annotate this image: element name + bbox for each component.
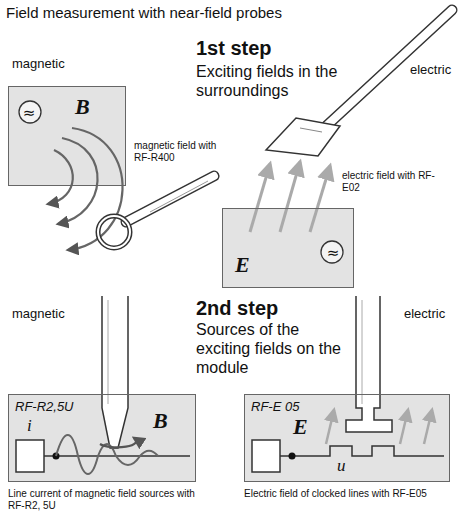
step-heading: 2nd step (196, 296, 316, 320)
source-panel: ≈B (8, 86, 126, 186)
pen-probe (102, 296, 128, 448)
ic-symbol (252, 440, 280, 472)
pen-probe (346, 296, 392, 432)
ic-symbol (16, 440, 44, 472)
field-symbol: E (293, 415, 308, 439)
source-symbol (321, 241, 343, 263)
source-symbol (19, 101, 41, 123)
field-symbol: E (235, 253, 250, 277)
probe-kind: electric (404, 306, 456, 322)
step-text: Sources of the exciting fields on the mo… (196, 320, 352, 378)
source-symbol: ≈ (19, 104, 39, 122)
clocked-line (280, 446, 444, 456)
field-arrows (250, 162, 330, 232)
panel-caption: Electric field of clocked lines with RF-… (244, 488, 450, 500)
field-arrows (326, 410, 432, 444)
current-wave (56, 435, 158, 474)
source-panel: E≈ (222, 208, 354, 288)
panel-ground (244, 394, 450, 482)
step-heading: 1st step (196, 36, 316, 60)
probe-kind: electric (410, 62, 458, 78)
module-panel: RF-R2,5U i B (8, 394, 196, 482)
loop-probe (98, 176, 214, 248)
source-symbol: ≈ (323, 244, 343, 262)
panel-ground (222, 208, 354, 288)
current-symbol: i (27, 417, 32, 435)
panel-ground (8, 86, 126, 186)
module-panel: RF-E 05Eu (244, 394, 450, 482)
probe-kind: magnetic (12, 56, 102, 72)
field-symbol: B (75, 95, 90, 119)
probe-name: RF-E 05 (251, 399, 299, 415)
panel-caption: Line current of magnetic field sources w… (8, 488, 200, 512)
field-symbol: B (153, 409, 168, 433)
probe-kind: magnetic (12, 306, 92, 322)
voltage-symbol: u (337, 457, 346, 475)
step-text: Exciting fields in the surroundings (196, 62, 346, 100)
probe-caption: magnetic field with RF-R400 (134, 140, 218, 164)
junction-dot (289, 453, 296, 460)
probe-name: RF-R2,5U (15, 399, 74, 415)
field-arrow (100, 438, 136, 447)
paddle-probe (266, 10, 452, 156)
probe-caption: electric field with RF-E02 (342, 170, 442, 194)
field-lines (48, 128, 123, 250)
diagram-title: Field measurement with near-field probes (6, 4, 446, 22)
